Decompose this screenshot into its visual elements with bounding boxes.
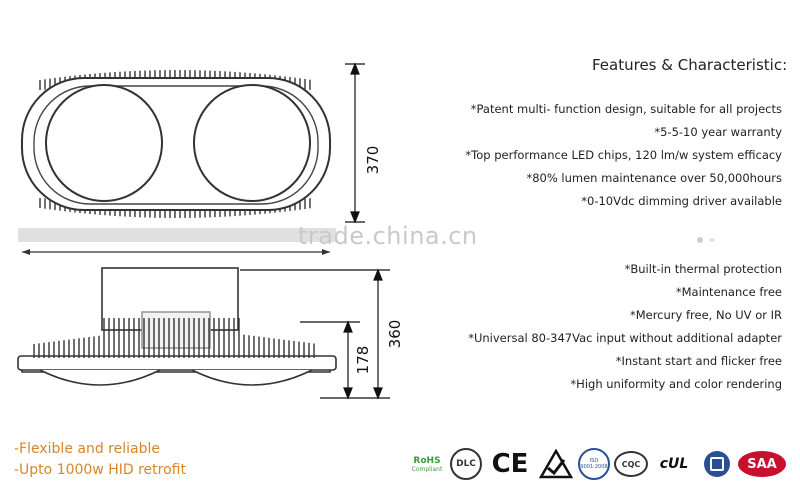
rohs-logo: RoHS Compliant	[411, 455, 443, 473]
feature-item: *Patent multi- function design, suitable…	[470, 102, 782, 116]
front-height-label: 370	[364, 146, 382, 175]
feature-item: *0-10Vdc dimming driver available	[581, 194, 782, 208]
side-lens-left	[39, 369, 161, 386]
feature-item: *Instant start and flicker free	[615, 354, 782, 368]
side-fins	[33, 318, 315, 358]
front-base-blur	[18, 228, 336, 242]
iso-logo: ISO 9001:2008	[578, 448, 610, 480]
feature-item: *Top performance LED chips, 120 lm/w sys…	[465, 148, 782, 162]
features-title: Features & Characteristic:	[592, 56, 788, 74]
side-view-drawing	[17, 267, 337, 386]
ce-logo: CE	[491, 449, 529, 479]
lens-right	[193, 84, 311, 202]
feature-item: *80% lumen maintenance over 50,000hours	[526, 171, 782, 185]
feature-item: *5-5-10 year warranty	[654, 125, 782, 139]
feature-item: *High uniformity and color rendering	[570, 377, 782, 391]
lens-left	[45, 84, 163, 202]
side-dimension-line	[240, 268, 390, 400]
side-lens-right	[191, 369, 313, 386]
side-height-label: 360	[386, 320, 404, 349]
note-retrofit: -Upto 1000w HID retrofit	[14, 462, 186, 478]
cul-logo: cUL	[659, 456, 689, 472]
feature-item: *Maintenance free	[675, 285, 782, 299]
front-dimension-line	[345, 62, 365, 224]
side-inner-label: 178	[354, 346, 372, 375]
saa-logo: SAA	[736, 448, 788, 480]
tuv-logo	[702, 448, 732, 480]
feature-item: *Mercury free, No UV or IR	[629, 308, 782, 322]
feature-item: *Universal 80-347Vac input without addit…	[468, 331, 782, 345]
watermark: trade.china.cn	[298, 222, 478, 250]
dlc-logo: DLC	[450, 448, 482, 480]
note-flexible: -Flexible and reliable	[14, 441, 160, 457]
cqc-logo: CQC	[614, 448, 648, 480]
feature-item: *Built-in thermal protection	[624, 262, 782, 276]
warning-triangle-icon	[539, 449, 573, 479]
tick-mark-logo	[538, 448, 574, 480]
